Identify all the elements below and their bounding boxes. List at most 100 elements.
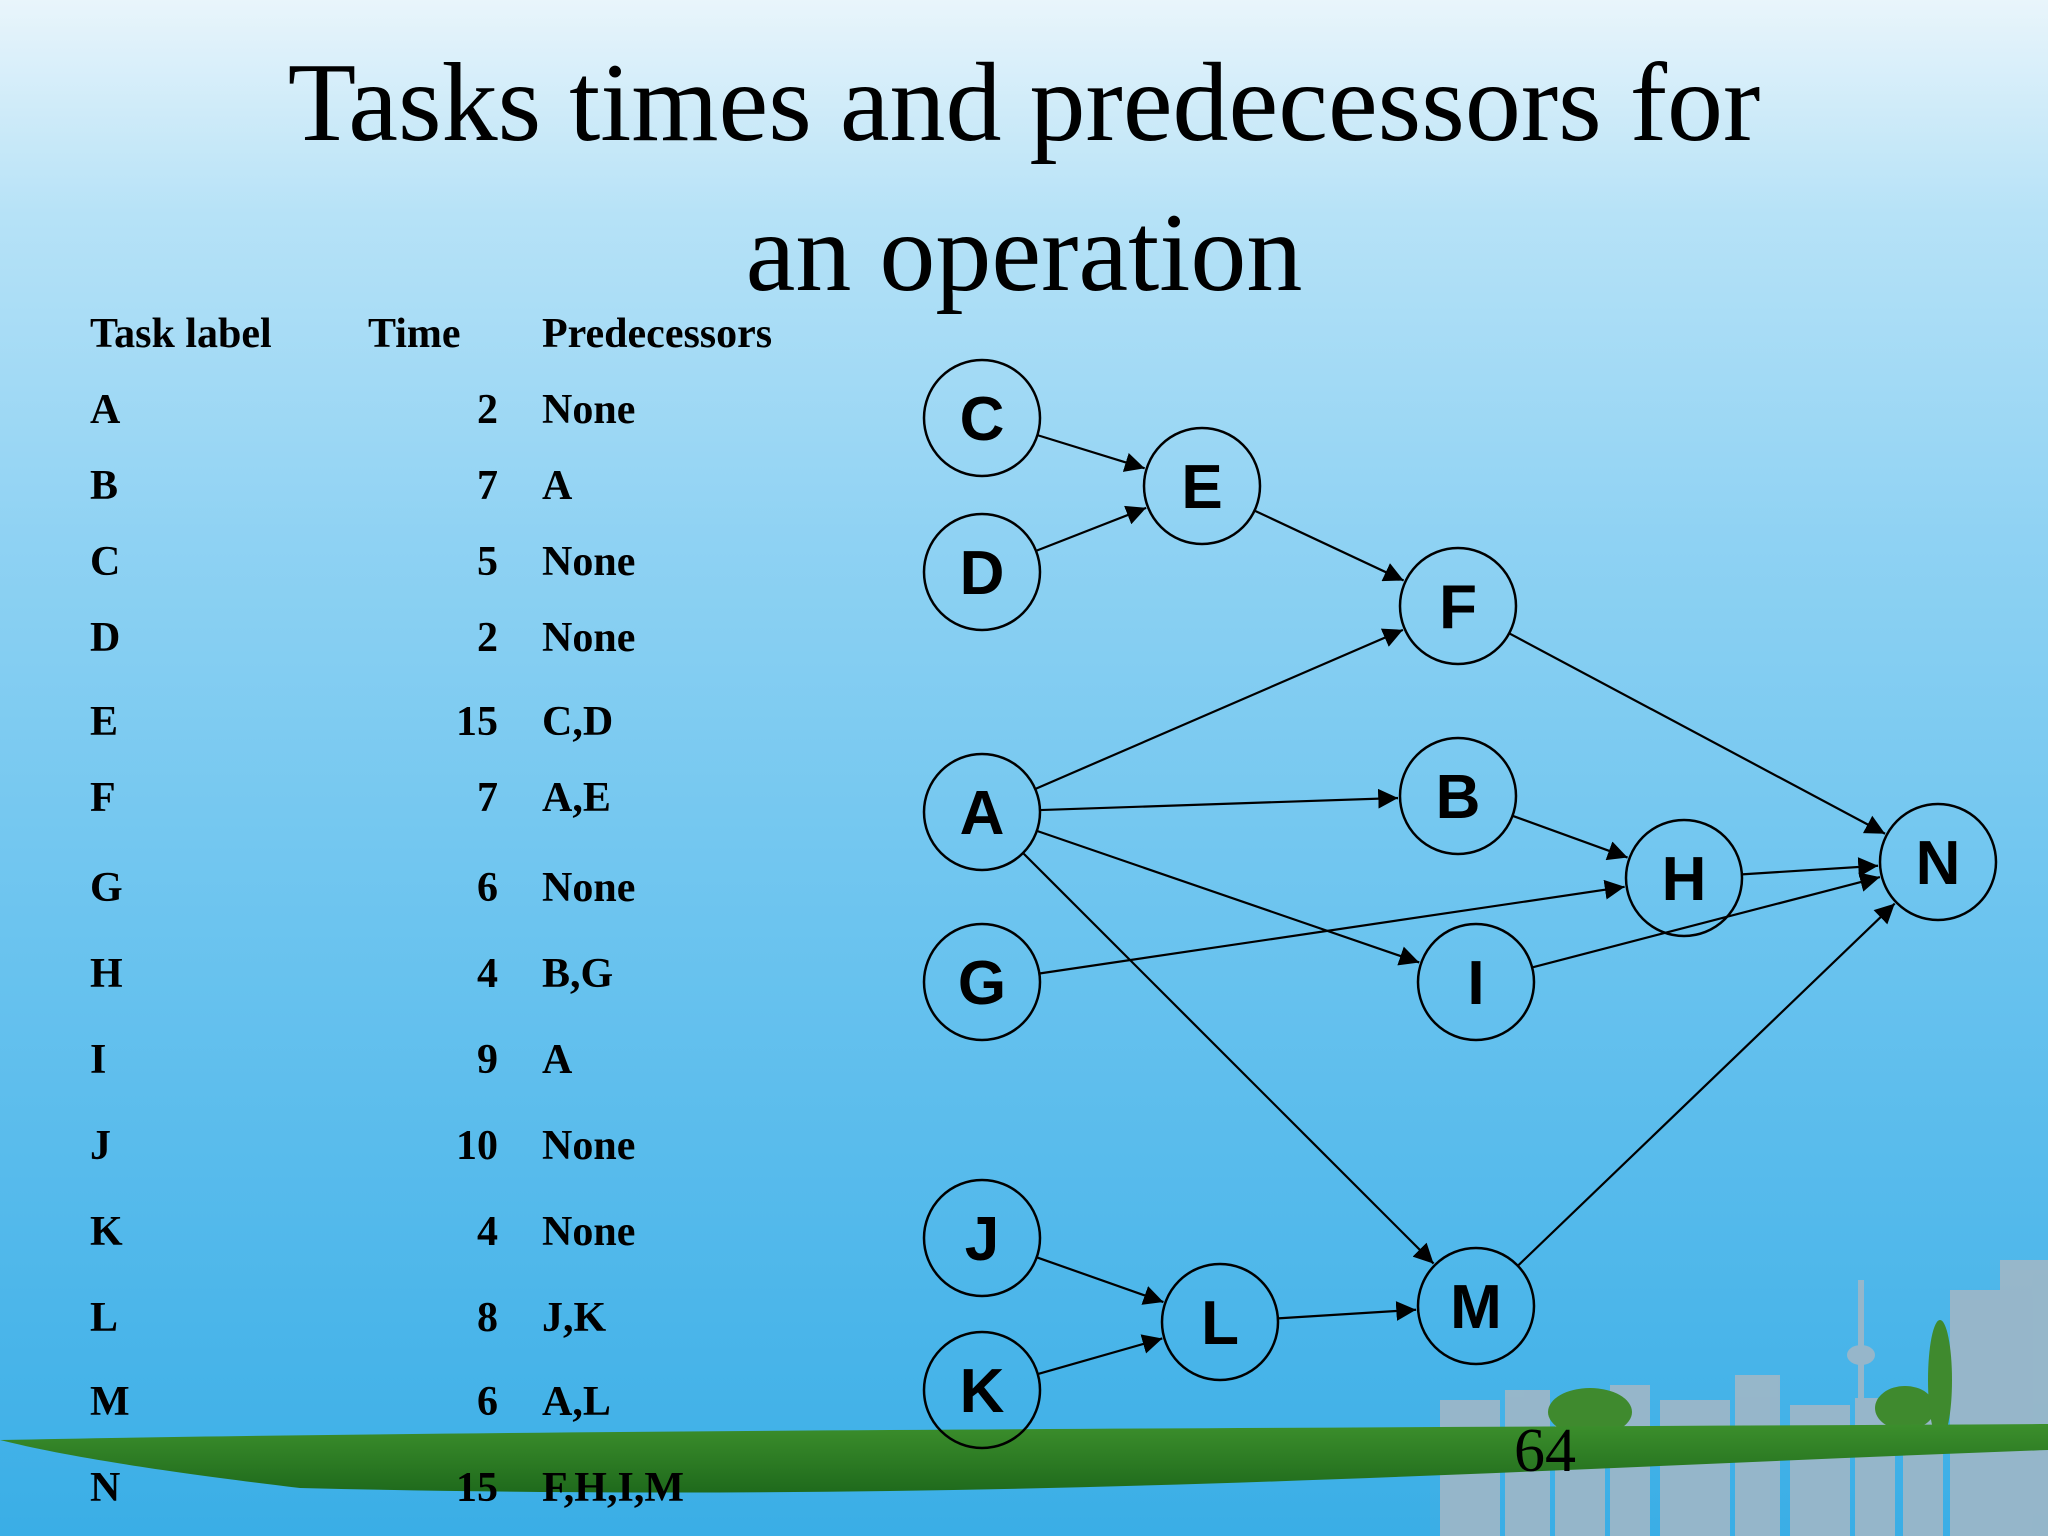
- row-time: 8: [477, 1295, 498, 1341]
- slide-title: Tasks times and predecessors for an oper…: [0, 28, 2048, 328]
- header-predecessors: Predecessors: [542, 311, 773, 357]
- node-label: C: [960, 385, 1005, 454]
- diagram-edges: [1022, 434, 1896, 1376]
- row-predecessors: J,K: [542, 1295, 607, 1341]
- title-line-1: Tasks times and predecessors for: [287, 41, 1761, 165]
- edge-k-l: [1037, 1334, 1163, 1376]
- edge-a-m: [1022, 852, 1435, 1265]
- node-l: L: [1160, 1262, 1280, 1382]
- edge-c-e: [1037, 434, 1146, 472]
- node-circle: [1416, 922, 1536, 1042]
- row-label: K: [90, 1209, 123, 1255]
- node-n: N: [1878, 802, 1998, 922]
- row-predecessors: A: [542, 463, 573, 509]
- edge-b-h: [1512, 814, 1628, 861]
- row-label: G: [90, 865, 123, 911]
- node-label: M: [1450, 1273, 1502, 1342]
- edge-l-m: [1277, 1301, 1417, 1321]
- row-predecessors: F,H,I,M: [542, 1465, 684, 1511]
- node-circle: [1398, 736, 1518, 856]
- edge-a-f: [1034, 628, 1404, 790]
- node-label: J: [965, 1205, 999, 1274]
- row-predecessors: None: [542, 1123, 636, 1169]
- edge-a-i: [1036, 829, 1420, 966]
- row-time: 9: [477, 1037, 498, 1083]
- node-label: F: [1439, 573, 1477, 642]
- row-label: C: [90, 539, 121, 585]
- node-circle: [922, 922, 1042, 1042]
- row-label: M: [90, 1379, 130, 1425]
- title-line-2: an operation: [745, 191, 1303, 315]
- node-j: J: [922, 1178, 1042, 1298]
- node-label: A: [960, 779, 1005, 848]
- row-label: I: [90, 1037, 107, 1083]
- node-label: E: [1181, 453, 1222, 522]
- edge-m-n: [1517, 902, 1896, 1267]
- header-time: Time: [368, 311, 461, 357]
- node-e: E: [1142, 426, 1262, 546]
- row-label: L: [90, 1295, 119, 1341]
- node-b: B: [1398, 736, 1518, 856]
- node-circle: [922, 1330, 1042, 1450]
- row-label: H: [90, 951, 123, 997]
- node-k: K: [922, 1330, 1042, 1450]
- node-circle: [1416, 1246, 1536, 1366]
- row-predecessors: A: [542, 1037, 573, 1083]
- row-predecessors: None: [542, 387, 636, 433]
- node-a: A: [922, 752, 1042, 872]
- row-predecessors: None: [542, 865, 636, 911]
- row-predecessors: None: [542, 539, 636, 585]
- node-g: G: [922, 922, 1042, 1042]
- node-label: G: [958, 949, 1006, 1018]
- edge-h-n: [1741, 857, 1879, 877]
- row-predecessors: None: [542, 1209, 636, 1255]
- row-time: 4: [477, 1209, 498, 1255]
- ground-swoosh: [0, 1424, 2048, 1493]
- node-circle: [922, 512, 1042, 632]
- row-time: 6: [477, 1379, 498, 1425]
- node-circle: [1878, 802, 1998, 922]
- city-skyline-image: [1440, 1260, 2048, 1536]
- row-label: J: [90, 1123, 111, 1169]
- row-label: A: [90, 387, 121, 433]
- edge-g-h: [1039, 879, 1625, 975]
- row-time: 15: [456, 699, 498, 745]
- page-number: 64: [1514, 1417, 1576, 1485]
- header-task-label: Task label: [90, 311, 272, 357]
- node-m: M: [1416, 1246, 1536, 1366]
- row-label: F: [90, 775, 116, 821]
- node-label: L: [1201, 1289, 1239, 1358]
- node-label: I: [1467, 949, 1484, 1018]
- node-d: D: [922, 512, 1042, 632]
- row-label: D: [90, 615, 121, 661]
- row-predecessors: A,L: [542, 1379, 611, 1425]
- row-time: 6: [477, 865, 498, 911]
- node-i: I: [1416, 922, 1536, 1042]
- row-time: 10: [456, 1123, 498, 1169]
- node-circle: [1398, 546, 1518, 666]
- node-circle: [1160, 1262, 1280, 1382]
- node-label: K: [960, 1357, 1005, 1426]
- node-circle: [922, 358, 1042, 478]
- row-predecessors: None: [542, 615, 636, 661]
- node-circle: [922, 752, 1042, 872]
- diagram-nodes: A B C D E F G H I J K L M N: [922, 358, 1998, 1450]
- row-predecessors: C,D: [542, 699, 614, 745]
- node-circle: [1142, 426, 1262, 546]
- trees-image: [1548, 1320, 1952, 1440]
- row-time: 5: [477, 539, 498, 585]
- node-circle: [1624, 818, 1744, 938]
- node-label: D: [960, 539, 1005, 608]
- row-time: 7: [477, 775, 498, 821]
- node-label: N: [1916, 829, 1961, 898]
- edge-f-n: [1508, 632, 1886, 835]
- edge-e-f: [1254, 509, 1405, 582]
- node-label: H: [1662, 845, 1707, 914]
- row-time: 15: [456, 1465, 498, 1511]
- row-time: 7: [477, 463, 498, 509]
- row-time: 2: [477, 615, 498, 661]
- node-circle: [922, 1178, 1042, 1298]
- edge-i-n: [1531, 872, 1881, 969]
